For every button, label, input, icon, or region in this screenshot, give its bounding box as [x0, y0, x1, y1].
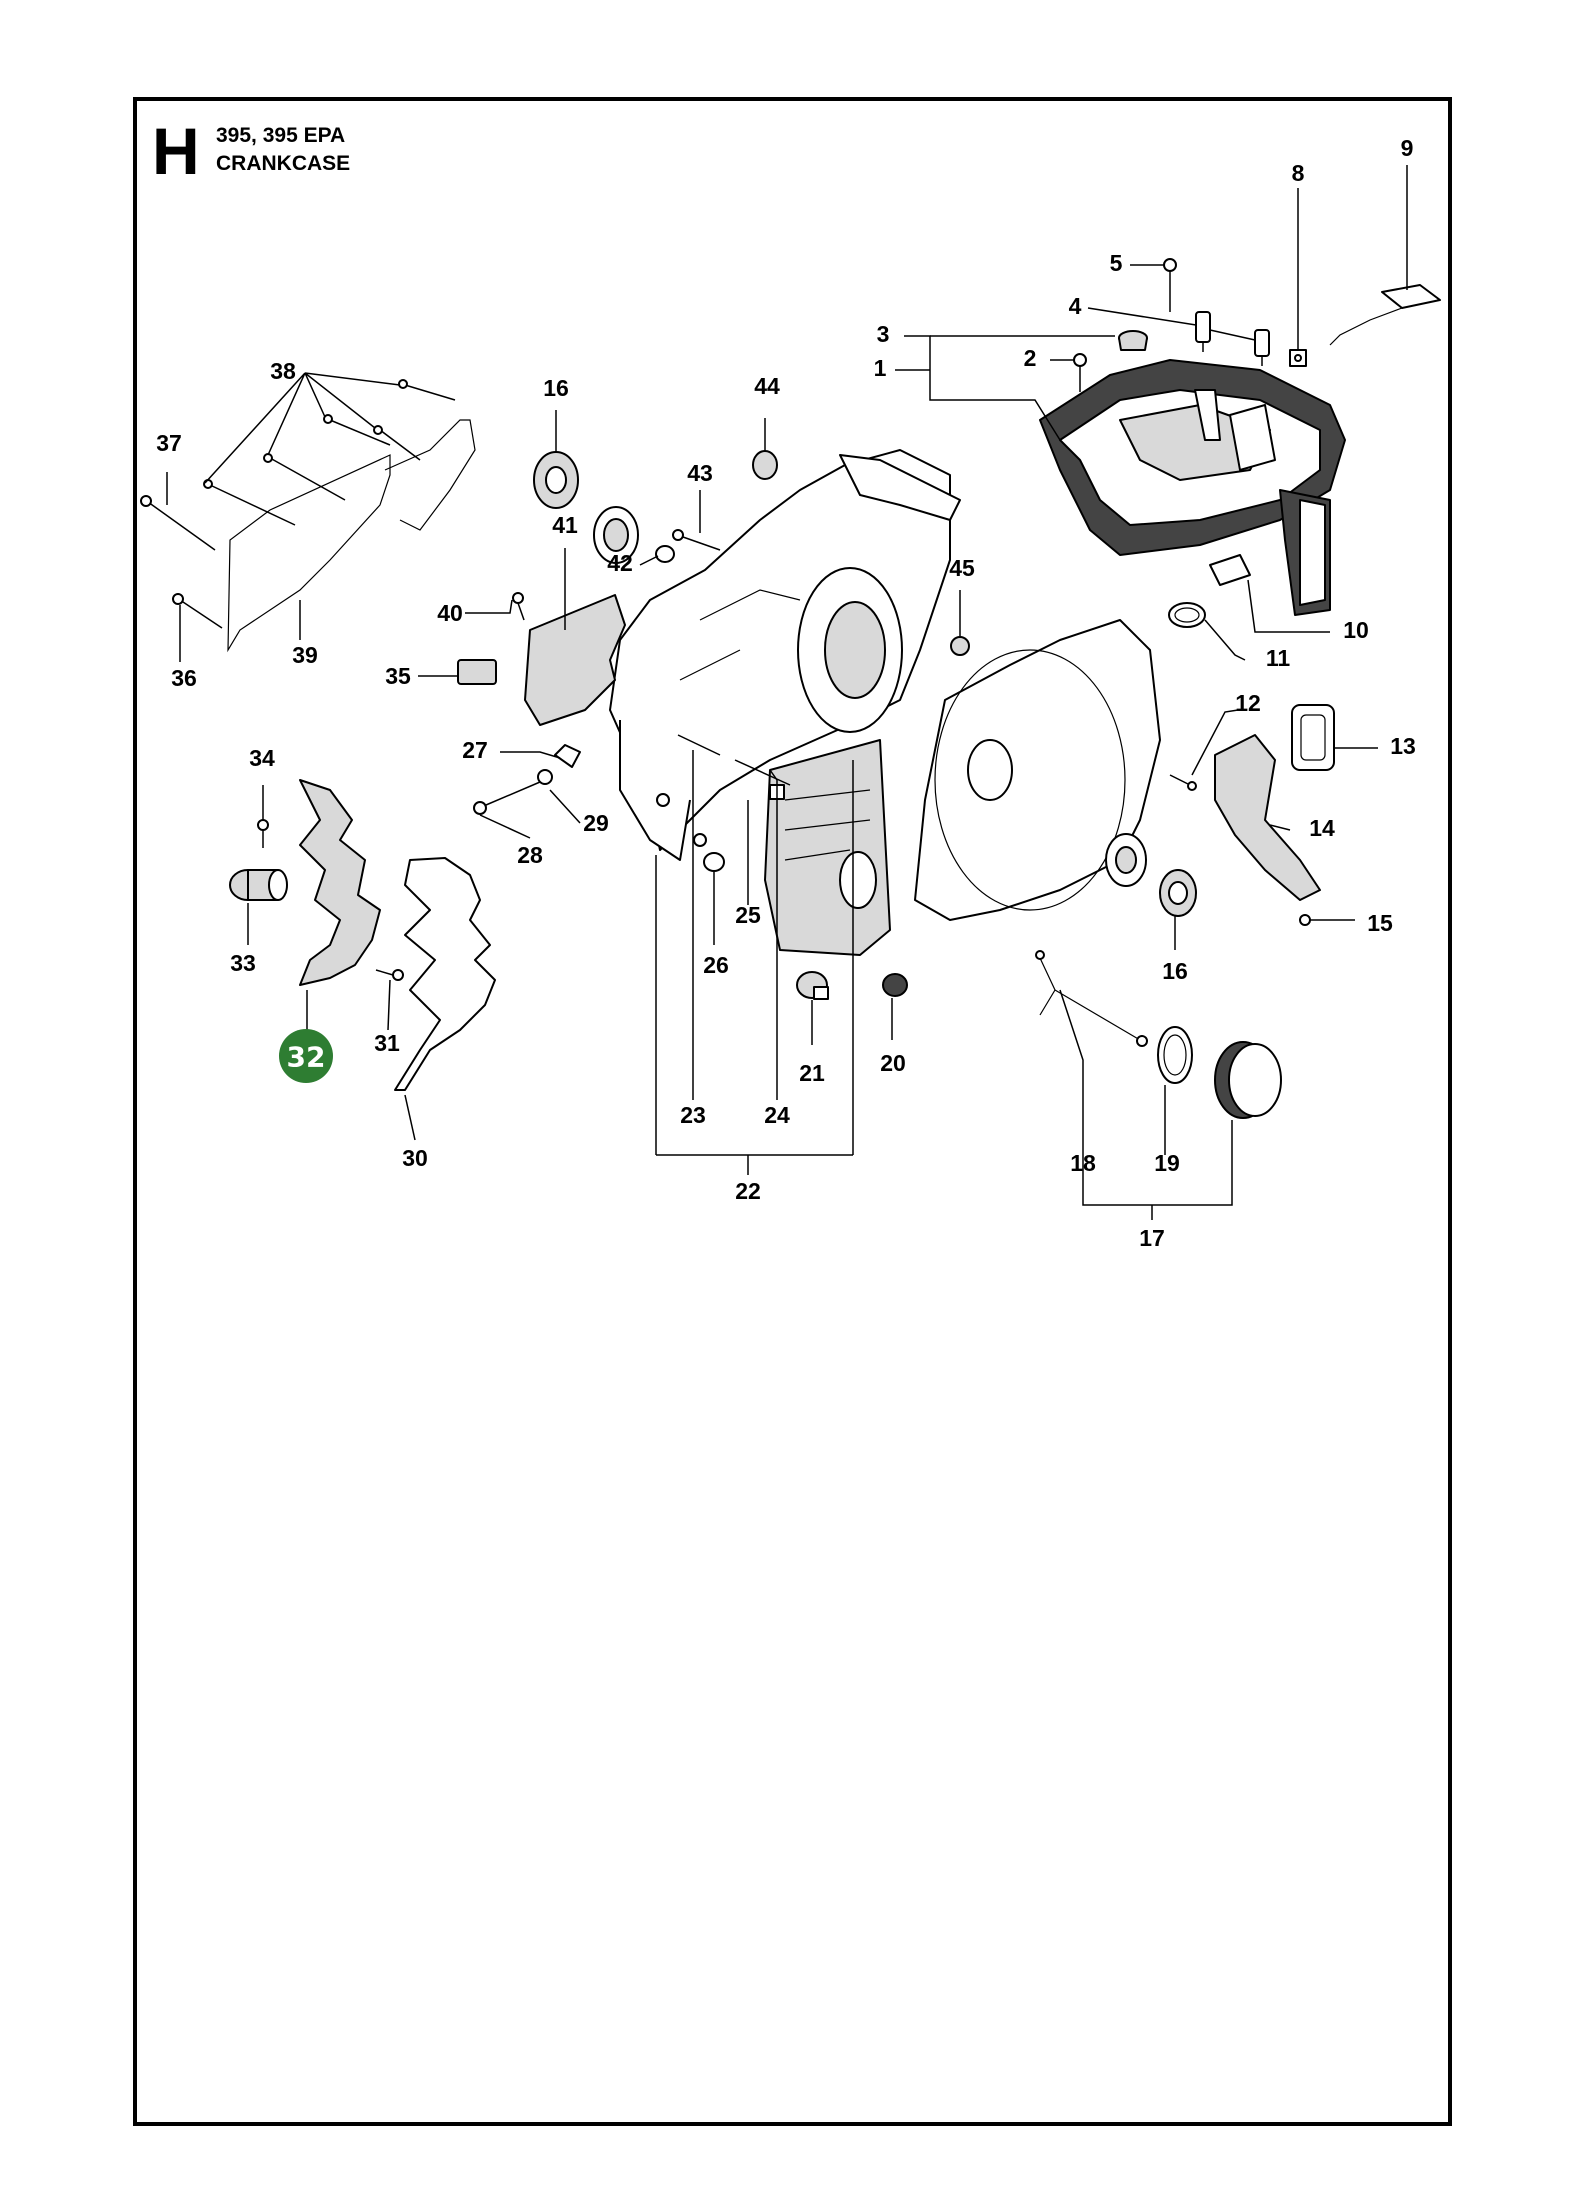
- part-22-crankcase-right: [764, 619, 1161, 956]
- callout-27: 27: [462, 737, 488, 763]
- callout-9: 9: [1401, 135, 1414, 161]
- part-40-screw: [512, 592, 525, 621]
- part-10-pad: [1209, 554, 1251, 586]
- callout-19: 19: [1154, 1150, 1180, 1176]
- callout-1: 3: [877, 321, 890, 347]
- callout-34: 34: [249, 745, 275, 771]
- part-41-plate: [524, 594, 626, 726]
- part-16-bearing-bottom: [1105, 833, 1197, 917]
- callout-15: 15: [1367, 910, 1393, 936]
- part-15-screw: [1299, 914, 1325, 926]
- model-line: 395, 395 EPA: [216, 124, 346, 147]
- part-26-plug: [703, 852, 725, 872]
- part-22-crankcase-left: [609, 449, 961, 861]
- part-11-seal: [1168, 602, 1206, 628]
- callout-32: 32: [287, 1041, 326, 1074]
- callout-22: 22: [735, 1178, 761, 1204]
- part-36-screw: [172, 593, 223, 629]
- callout-11: 11: [1266, 645, 1291, 671]
- section-letter: H: [152, 114, 200, 188]
- callout-45: 45: [949, 555, 975, 581]
- part-28-screw: [473, 781, 541, 815]
- part-39-gasket: [227, 419, 476, 653]
- callout-39: 39: [292, 642, 318, 668]
- part-43-screw: [672, 529, 721, 551]
- callout-31: 31: [374, 1030, 400, 1056]
- callout-10: 10: [1343, 617, 1369, 643]
- callout-5: 5: [1110, 250, 1123, 276]
- callout-40: 40: [437, 600, 463, 626]
- callout-38: 38: [270, 358, 296, 384]
- callout-33: 33: [230, 950, 256, 976]
- callout-12: 12: [1235, 690, 1261, 716]
- callout-8: 8: [1292, 160, 1305, 186]
- callout-30: 30: [402, 1145, 428, 1171]
- part-23-stud: [677, 734, 721, 756]
- part-1-tank-housing: [1039, 359, 1346, 616]
- callout-29: 29: [583, 810, 609, 836]
- part-12-screw: [1169, 774, 1197, 791]
- callout-23: 23: [680, 1102, 706, 1128]
- callout-37: 37: [156, 430, 182, 456]
- callout-14: 14: [1309, 815, 1335, 841]
- callout-26: 26: [703, 952, 729, 978]
- part-38-screws: [203, 379, 456, 526]
- callout-13: 13: [1390, 733, 1416, 759]
- callouts: 3 1 2 4 5 8 9 10 11 12 13 14 15 16 16 17…: [156, 135, 1416, 1251]
- callout-25: 25: [735, 902, 761, 928]
- callout-35: 35: [385, 663, 411, 689]
- callout-42: 42: [607, 550, 633, 576]
- part-18-cap-strap: [1035, 950, 1148, 1047]
- section-title: CRANKCASE: [216, 152, 351, 175]
- part-17-tank-cap: [1214, 1041, 1282, 1119]
- callout-16-bottom: 16: [1162, 958, 1188, 984]
- part-37-screw: [140, 495, 216, 551]
- leader-lines: [166, 165, 1408, 1220]
- part-2-screw: [1073, 353, 1087, 392]
- part-19-seal: [1157, 1026, 1193, 1084]
- part-9-throttle-link: [1329, 284, 1441, 346]
- callout-36: 36: [171, 665, 197, 691]
- highlight-circle: [279, 1029, 333, 1083]
- callout-43: 43: [687, 460, 713, 486]
- callout-20: 20: [880, 1050, 906, 1076]
- part-4-spacers: [1195, 311, 1270, 366]
- part-8-clip: [1289, 349, 1307, 367]
- callout-44: 44: [754, 373, 780, 399]
- part-13-gasket: [1291, 704, 1335, 771]
- part-35-pad: [457, 659, 497, 685]
- callout-18: 18: [1070, 1150, 1096, 1176]
- part-29-washer: [537, 769, 553, 785]
- callout-24: 24: [764, 1102, 790, 1128]
- part-16-bearing-top: [533, 451, 639, 564]
- callout-32-highlight[interactable]: 32: [279, 1029, 333, 1083]
- part-44-sleeve: [752, 450, 778, 480]
- part-5-screw: [1163, 258, 1177, 312]
- part-3-grommet: [1118, 330, 1148, 351]
- part-33-spacer: [229, 869, 288, 901]
- part-21-plug: [796, 971, 829, 1000]
- part-42-plug: [655, 545, 675, 563]
- part-34-screw: [257, 819, 269, 848]
- callout-41: 41: [552, 512, 578, 538]
- callout-16-top: 16: [543, 375, 569, 401]
- part-32-bumper-spike-inner: [299, 779, 381, 986]
- callout-17: 17: [1139, 1225, 1165, 1251]
- part-45-plug: [950, 636, 970, 656]
- callout-21: 21: [799, 1060, 825, 1086]
- callout-2: 2: [1024, 345, 1037, 371]
- part-14-cover: [1214, 734, 1321, 901]
- part-27-nut: [554, 744, 581, 768]
- callout-28: 28: [517, 842, 543, 868]
- part-31-screw: [375, 969, 404, 981]
- part-20-plug: [882, 973, 908, 997]
- callout-4: 4: [1069, 293, 1082, 319]
- callout-1: 1: [874, 355, 887, 381]
- part-30-bumper-spike-outer: [394, 857, 496, 1091]
